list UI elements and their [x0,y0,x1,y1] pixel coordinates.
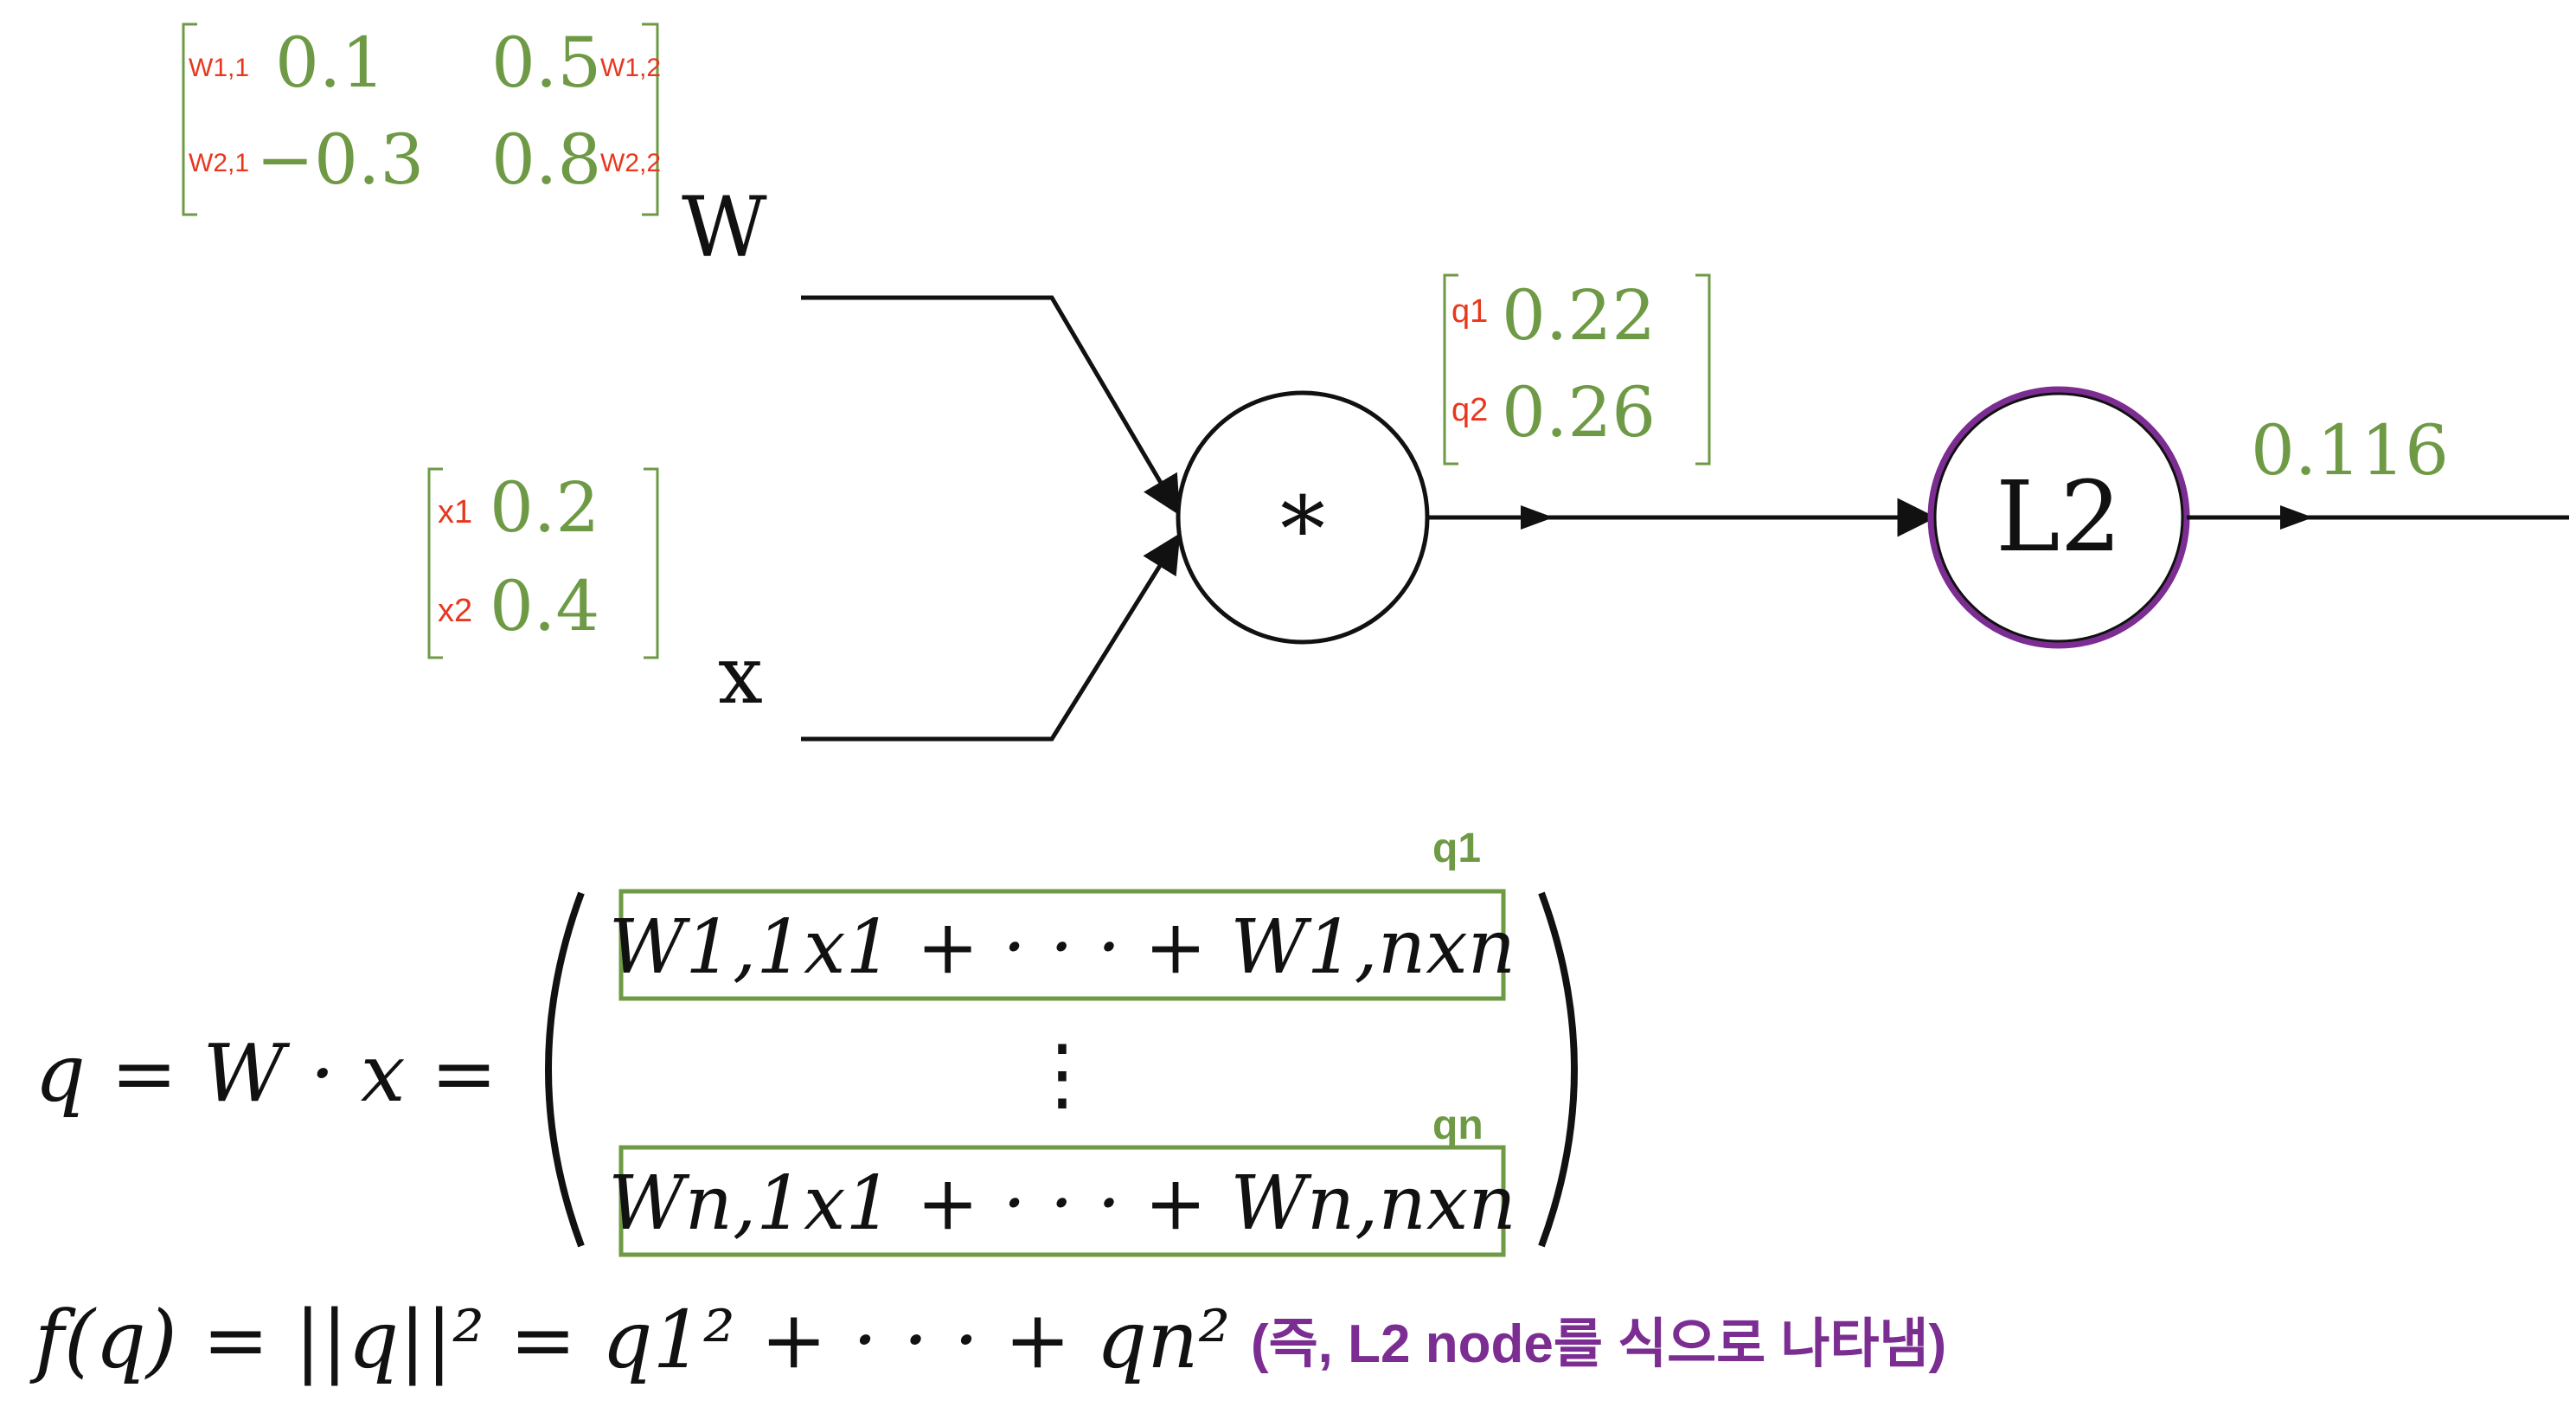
intermediate-right-bracket [1695,273,1711,466]
intermediate-vector: q1 0.22 q2 0.26 [1443,273,1711,466]
weight-matrix-right-bracket [642,22,659,216]
q1-label: q1 [1451,293,1488,330]
korean-note: (즉, L2 node를 식으로 나타냄) [1251,1314,1946,1374]
edge-mid-arrow-head [1521,505,1554,530]
l2-label: L2 [1996,461,2122,574]
q1-value: 0.22 [1502,275,1656,356]
w12-label: W1,2 [600,54,661,82]
x1-value: 0.2 [490,467,599,548]
w21-label: W2,1 [189,149,249,177]
equation-f-line: f(q) = ||q||² = q1² + · · · + qn² [29,1294,1230,1386]
x2-value: 0.4 [490,566,599,646]
w22-label: W2,2 [600,149,661,177]
output-value: 0.116 [2251,410,2449,491]
multiply-symbol: * [1280,477,1325,582]
equation-rown: Wn,1x1 + · · · + Wn,nxn [608,1160,1516,1247]
x1-label: x1 [438,494,472,530]
edge-x-to-multiply [801,533,1181,742]
input-name: x [718,629,763,722]
weight-matrix-left-bracket [182,22,197,216]
input-vector-left-bracket [427,467,443,659]
input-vector-right-bracket [644,467,659,659]
equation-left-paren [545,891,585,1248]
weight-name: W [682,179,767,276]
q2-label: q2 [1451,392,1488,428]
edge-output-arrow-head [2280,505,2313,530]
equation-rown-tag: qn [1432,1102,1483,1148]
equation-row1-box [618,889,1506,1001]
input-vector: x1 0.2 x2 0.4 [427,467,659,659]
equation-row1-tag: q1 [1432,826,1481,871]
multiply-node [1176,390,1430,645]
w22-value: 0.8 [491,119,601,200]
edge-w-to-multiply [801,295,1181,516]
x2-label: x2 [438,593,472,629]
equation-rown-box [618,1145,1506,1257]
equation-row1: W1,1x1 + · · · + W1,nxn [609,904,1515,991]
l2-node [1932,390,2186,645]
w11-value: 0.1 [275,22,385,103]
equation-right-paren [1538,891,1578,1248]
w12-value: 0.5 [491,22,601,103]
intermediate-left-bracket [1443,273,1458,466]
equation-vertical-dots: ⋮ [1022,1027,1102,1120]
q2-value: 0.26 [1502,372,1656,453]
equation-lhs: q = W · x = [35,1027,497,1120]
w11-label: W1,1 [189,54,249,82]
w21-value: −0.3 [256,119,424,200]
weight-matrix: W1,1 0.1 0.5 W1,2 W2,1 −0.3 0.8 W2,2 [182,22,661,216]
